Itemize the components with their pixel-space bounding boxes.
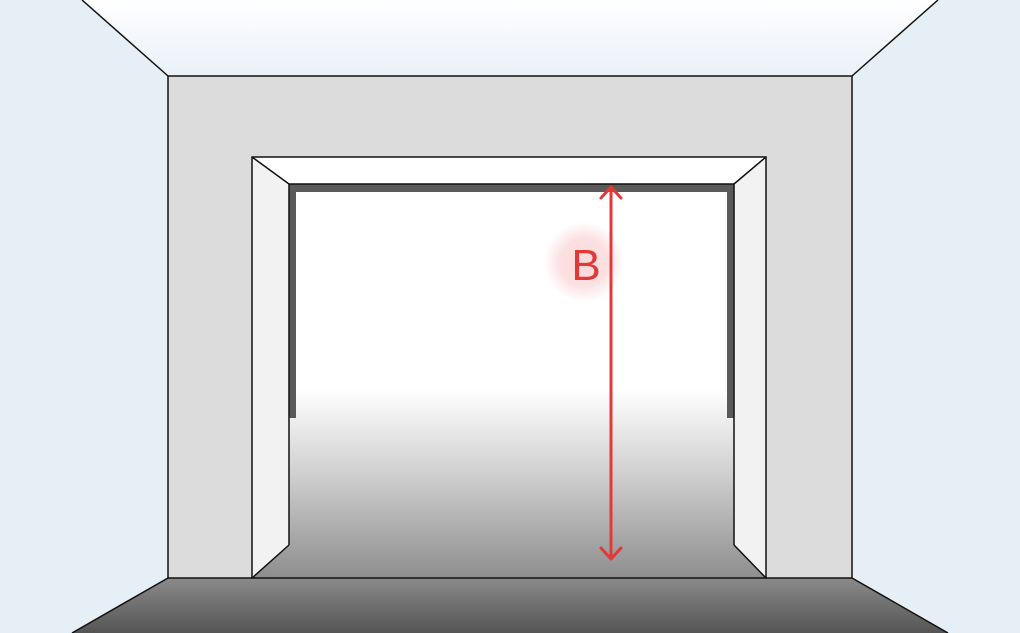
floor [72, 578, 948, 633]
arrow-head-bottom [599, 546, 623, 561]
right-jamb-shadow [727, 192, 734, 418]
ceiling [82, 0, 938, 76]
right-side-wall [852, 0, 1020, 633]
arrow-head-top [599, 185, 623, 200]
height-dimension: B [544, 185, 624, 561]
label-glow [544, 222, 624, 302]
outline-strokes [71, 0, 949, 633]
dimension-label: B [571, 241, 600, 290]
lintel-reveal [252, 157, 766, 184]
right-jamb-reveal [734, 157, 766, 578]
left-jamb-reveal [252, 157, 289, 578]
door-opening [252, 157, 766, 578]
left-side-wall [0, 0, 168, 633]
